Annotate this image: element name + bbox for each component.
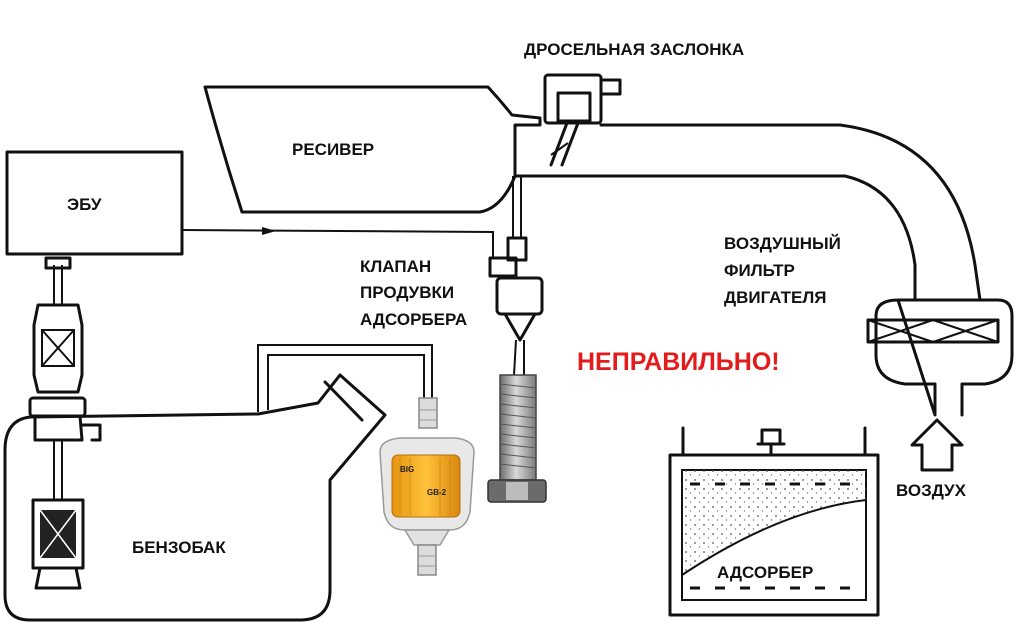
purge-valve-label-line-1: КЛАПАН — [360, 257, 431, 276]
purge-valve-label-line-2: ПРОДУВКИ — [360, 283, 454, 302]
air-intake-duct — [513, 123, 982, 302]
fuel-filter-brand: BIG — [400, 465, 414, 474]
fuel-tank — [3, 373, 387, 622]
throttle-body — [543, 73, 622, 167]
ecu-label: ЭБУ — [67, 195, 102, 214]
fuel-filter: BIG GB-2 — [379, 397, 475, 576]
engine-air-filter — [866, 298, 1014, 417]
throttle-label: ДРОСЕЛЬНАЯ ЗАСЛОНКА — [524, 40, 744, 59]
fuel-tank-label: БЕНЗОБАК — [132, 538, 226, 557]
fuel-filter-model: GB-2 — [427, 488, 447, 497]
receiver — [203, 85, 542, 214]
up-arrow-icon — [910, 418, 964, 472]
purge-valve-label-line-3: АДСОРБЕРА — [360, 310, 467, 329]
ecu-signal-wire — [181, 227, 494, 258]
adsorber-label: АДСОРБЕР — [717, 563, 813, 582]
air-filter-label-line-2: ФИЛЬТР — [724, 261, 795, 280]
ecu — [5, 150, 184, 256]
air-filter-label-line-1: ВОЗДУШНЫЙ — [724, 234, 841, 253]
adsorber — [668, 426, 880, 617]
receiver-label: РЕСИВЕР — [292, 140, 374, 159]
warning-label: НЕПРАВИЛЬНО! — [577, 348, 780, 376]
fuel-pump-assembly — [28, 256, 102, 590]
air-filter-label-line-3: ДВИГАТЕЛЯ — [724, 288, 826, 307]
air-label: ВОЗДУХ — [896, 481, 967, 500]
vent-line — [257, 344, 433, 412]
purge-valve — [488, 176, 544, 376]
bolt-plug — [487, 374, 547, 503]
